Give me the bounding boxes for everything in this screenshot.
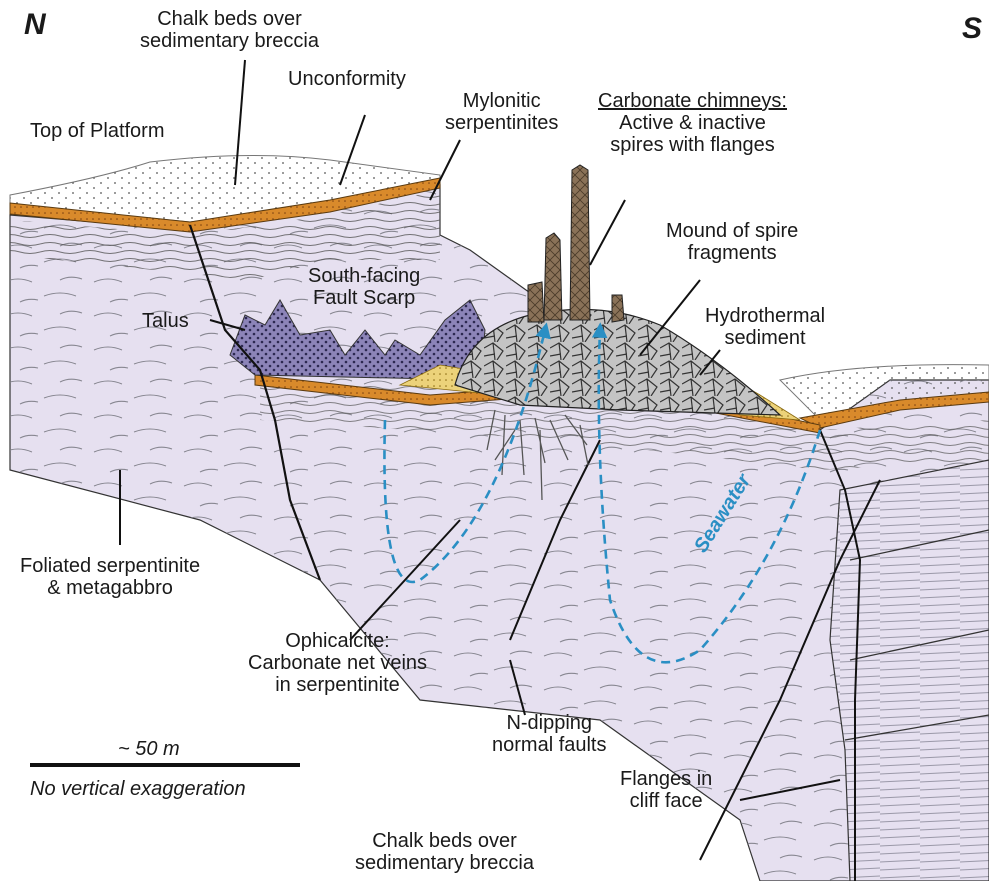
label-mylonitic: Mylonitic serpentinites [445, 90, 558, 134]
label-chimneys-title: Carbonate chimneys: [598, 90, 787, 112]
label-hydrothermal-line1: Hydrothermal [705, 305, 825, 327]
label-mylonitic-line2: serpentinites [445, 112, 558, 134]
label-chalk-top-line1: Chalk beds over [140, 8, 319, 30]
label-n-dipping: N-dipping normal faults [492, 712, 607, 756]
label-foliated-line1: Foliated serpentinite [20, 555, 200, 577]
label-ophicalcite: Ophicalcite: Carbonate net veins in serp… [248, 630, 427, 696]
label-foliated: Foliated serpentinite & metagabbro [20, 555, 200, 599]
label-flanges: Flanges in cliff face [620, 768, 712, 812]
label-ophicalcite-line1: Ophicalcite: [248, 630, 427, 652]
label-chalk-top: Chalk beds over sedimentary breccia [140, 8, 319, 52]
label-top-of-platform: Top of Platform [30, 120, 165, 142]
label-chimneys-line1: Active & inactive [598, 112, 787, 134]
label-chimneys: Carbonate chimneys: Active & inactive sp… [598, 90, 787, 156]
label-n-dipping-line2: normal faults [492, 734, 607, 756]
scale-note: No vertical exaggeration [30, 778, 246, 800]
label-fault-scarp: South-facing Fault Scarp [308, 265, 420, 309]
label-chalk-bottom-line1: Chalk beds over [355, 830, 534, 852]
label-chalk-top-line2: sedimentary breccia [140, 30, 319, 52]
label-hydrothermal-line2: sediment [705, 327, 825, 349]
label-mound-line1: Mound of spire [666, 220, 798, 242]
label-foliated-line2: & metagabbro [20, 577, 200, 599]
chimney-spire-3 [528, 282, 544, 322]
label-fault-scarp-line1: South-facing [308, 265, 420, 287]
chimney-spire-1 [570, 165, 590, 320]
scale-distance: ~ 50 m [118, 738, 180, 760]
cliff-face [830, 460, 989, 881]
label-chalk-bottom-line2: sedimentary breccia [355, 852, 534, 874]
label-chimneys-line2: spires with flanges [598, 134, 787, 156]
chimney-spire-2 [544, 233, 562, 320]
chimney-spire-4 [612, 295, 624, 322]
label-unconformity: Unconformity [288, 68, 406, 90]
label-mylonitic-line1: Mylonitic [445, 90, 558, 112]
label-flanges-line2: cliff face [620, 790, 712, 812]
label-hydrothermal: Hydrothermal sediment [705, 305, 825, 349]
label-fault-scarp-line2: Fault Scarp [308, 287, 420, 309]
label-n-dipping-line1: N-dipping [492, 712, 607, 734]
label-talus: Talus [142, 310, 189, 332]
label-ophicalcite-line2: Carbonate net veins [248, 652, 427, 674]
south-label: S [962, 12, 982, 46]
label-mound-line2: fragments [666, 242, 798, 264]
label-mound: Mound of spire fragments [666, 220, 798, 264]
label-flanges-line1: Flanges in [620, 768, 712, 790]
label-ophicalcite-line3: in serpentinite [248, 674, 427, 696]
north-label: N [24, 8, 46, 42]
label-chalk-bottom: Chalk beds over sedimentary breccia [355, 830, 534, 874]
